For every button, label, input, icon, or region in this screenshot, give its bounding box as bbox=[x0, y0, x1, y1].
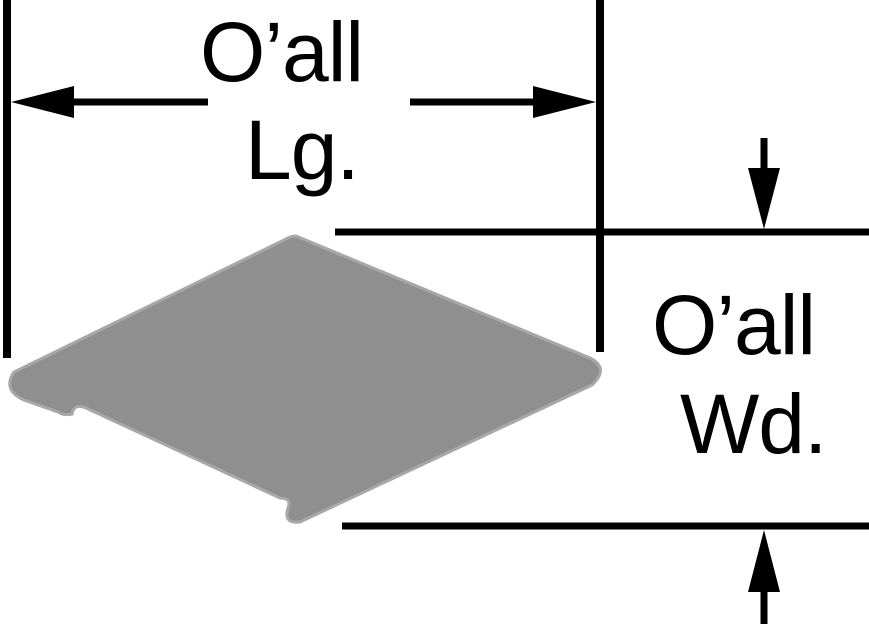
down-arrowhead bbox=[748, 168, 780, 229]
left-arrowhead bbox=[11, 86, 74, 118]
width-label-line1: O’all bbox=[652, 278, 816, 372]
diamond-plate bbox=[8, 234, 602, 524]
length-label-line2: Lg. bbox=[245, 103, 360, 197]
up-arrowhead bbox=[748, 530, 780, 592]
width-label-line2: Wd. bbox=[680, 377, 827, 471]
right-arrowhead bbox=[533, 86, 596, 118]
length-label-line1: O’all bbox=[200, 5, 364, 99]
